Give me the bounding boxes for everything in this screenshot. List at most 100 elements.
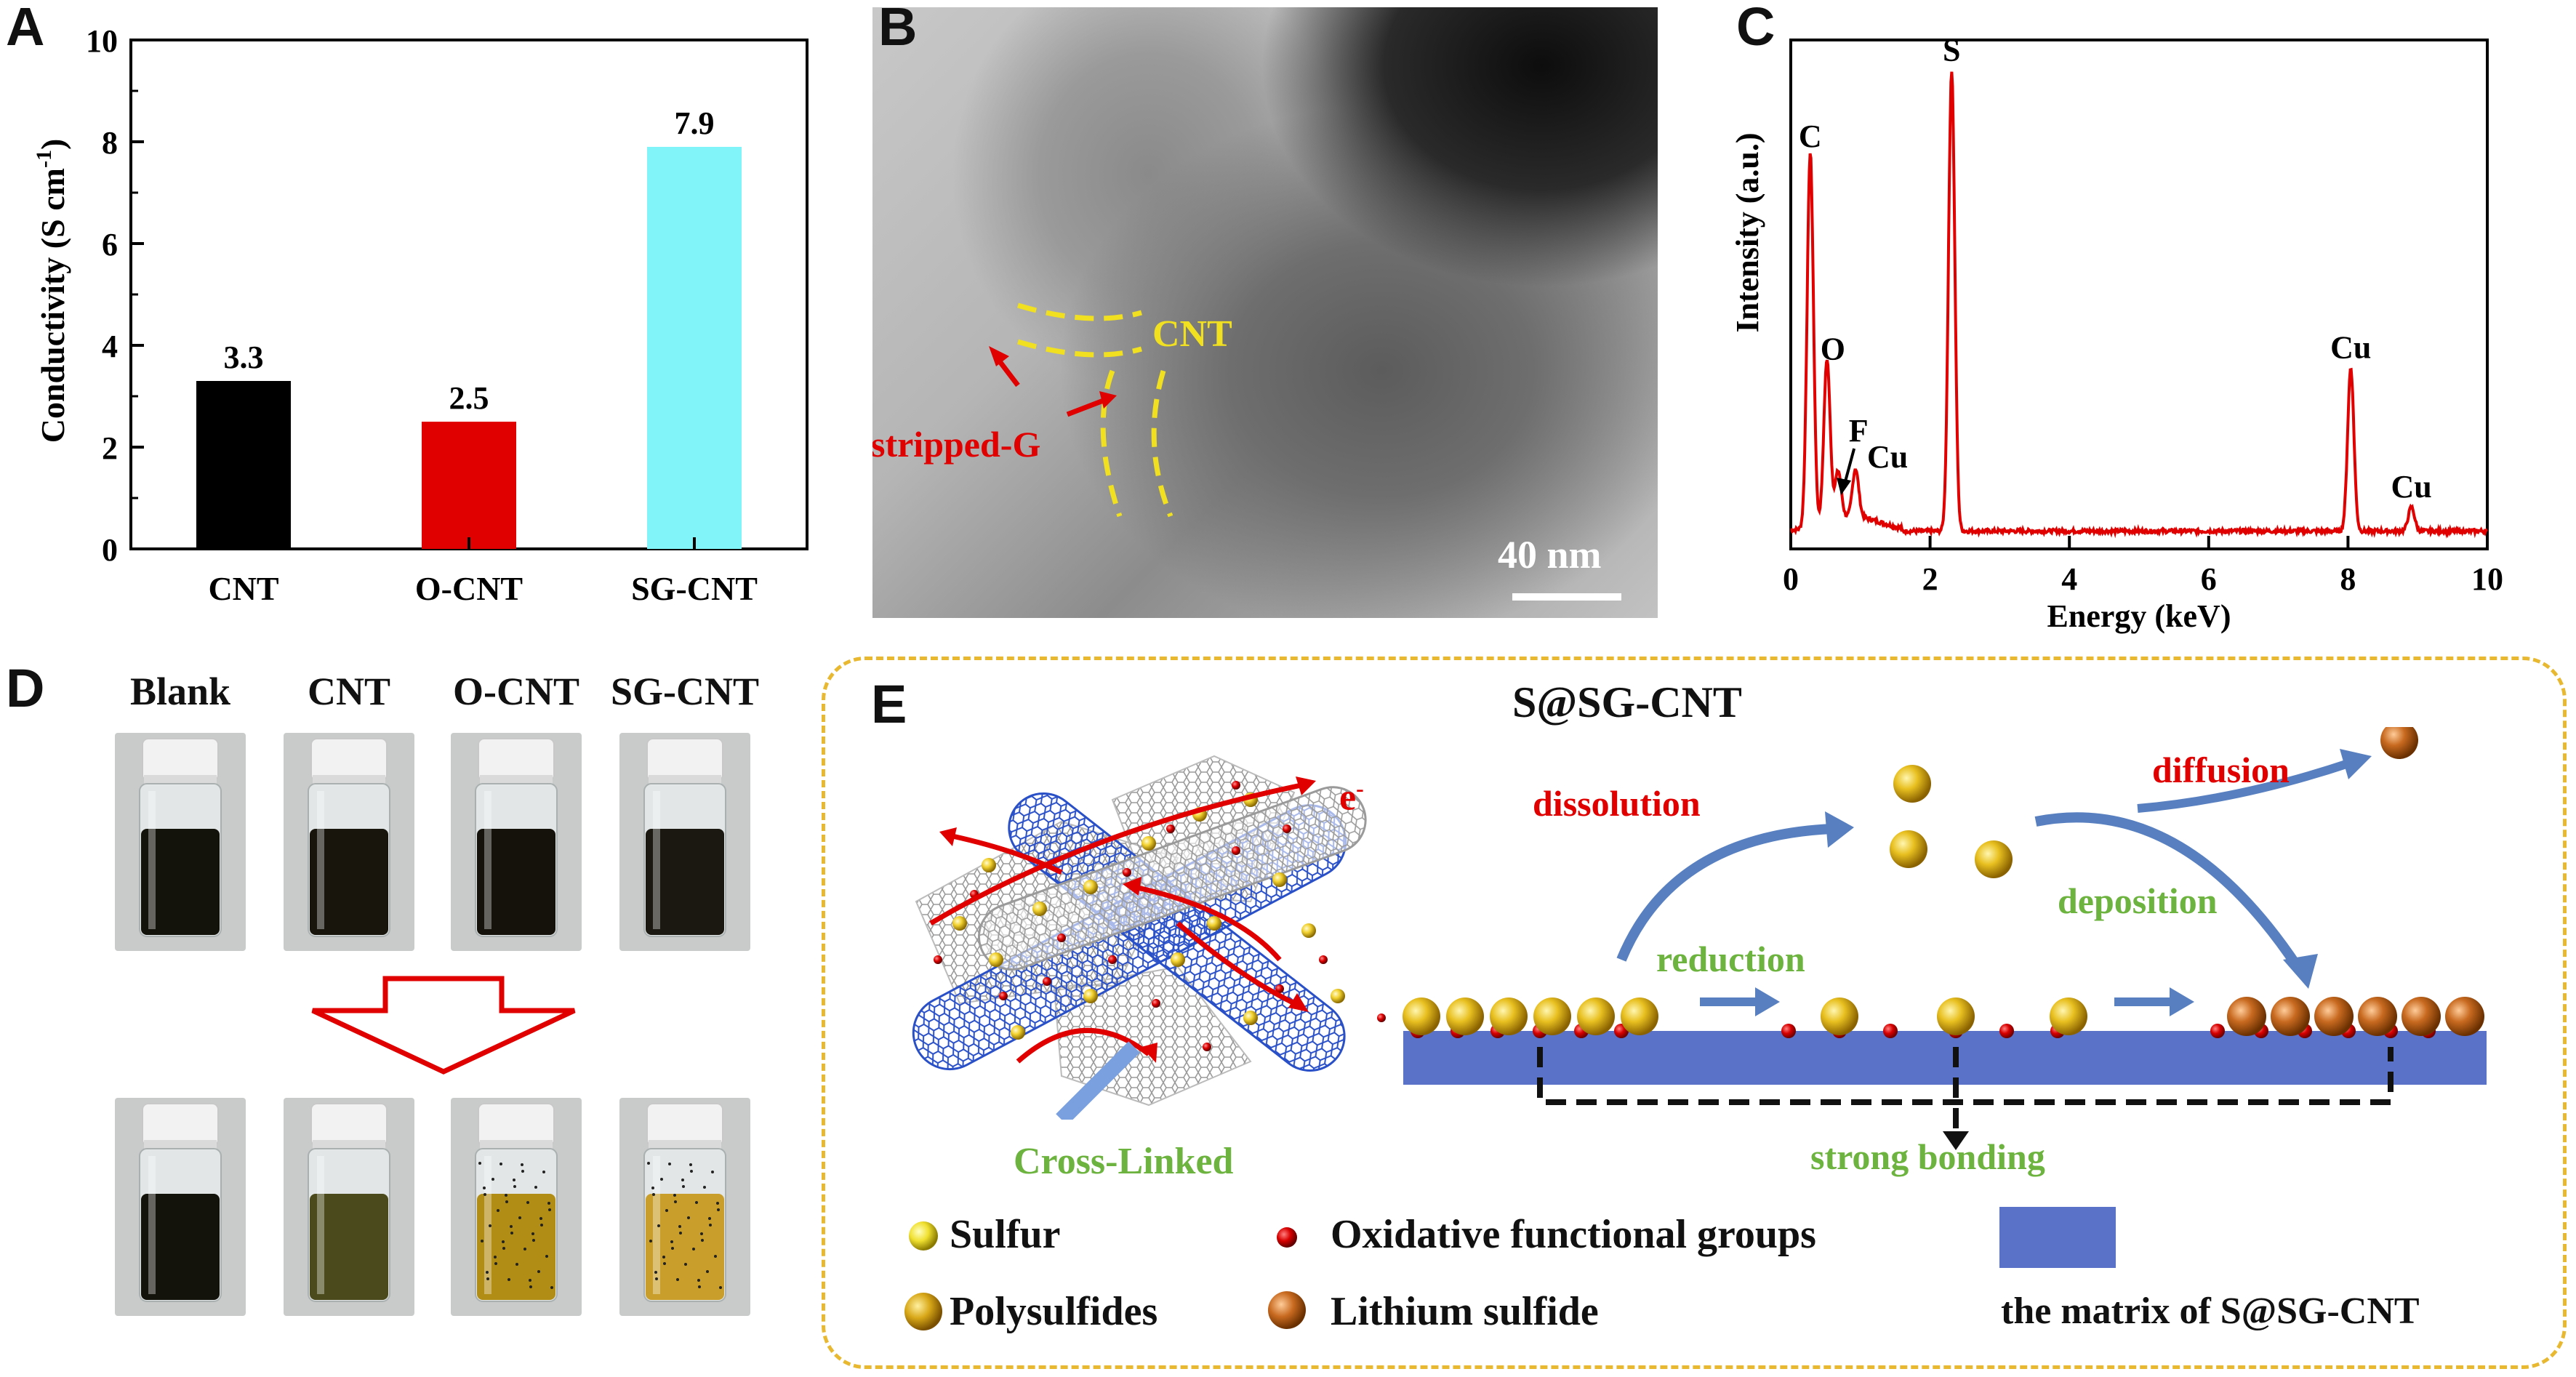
panel-e-frame (822, 657, 2567, 1369)
vial-liquid (310, 1194, 388, 1300)
sulfur-dot (1083, 880, 1098, 894)
oxidative-group (1883, 1024, 1898, 1038)
vial-speck (654, 1271, 657, 1274)
sulfur-dot (1141, 836, 1156, 851)
vial-speck (679, 1232, 682, 1235)
scale-bar-label: 40 nm (1498, 533, 1602, 577)
vial-after-o-cnt (451, 1098, 582, 1316)
vial-liquid (646, 829, 724, 935)
oxygen-group-dot (1152, 999, 1160, 1008)
bar-o-cnt (422, 422, 516, 549)
cross-linked-label: Cross-Linked (1014, 1141, 1234, 1182)
vial-liquid (310, 829, 388, 935)
vial-speck (647, 1162, 650, 1165)
cnt-label: CNT (1152, 313, 1232, 355)
cnt-network-illustration (912, 755, 1386, 1120)
chart-a-ytick-label: 0 (102, 532, 118, 568)
vial-neck (649, 775, 721, 785)
vial-before-cnt (284, 733, 414, 951)
vial-speck (689, 1163, 692, 1166)
oxygen-group-dot (1123, 868, 1131, 877)
f-peak-arrow-head (1837, 478, 1852, 495)
sulfur-dot (1011, 1025, 1025, 1040)
deposition-arrowhead (2283, 954, 2318, 989)
vial-highlight (653, 1156, 660, 1294)
sulfur-dot (1243, 1011, 1258, 1025)
vial-speck (671, 1247, 674, 1250)
vial-speck (684, 1263, 687, 1266)
vial-speck (526, 1201, 529, 1204)
vial-neck (144, 1140, 217, 1150)
tem-image: CNT stripped-G 40 nm (872, 7, 1658, 618)
sulfur-dot (1032, 902, 1047, 916)
chart-a-category-label: SG-CNT (631, 570, 758, 607)
oxygen-group-dot (1319, 955, 1328, 964)
oxygen-group-dot (1057, 934, 1066, 942)
vial-speck (481, 1240, 483, 1242)
oxygen-group-dot (1108, 955, 1117, 964)
chart-c-xlabel: Energy (keV) (2047, 598, 2231, 634)
vial-liquid (477, 1194, 555, 1300)
reduction-arrowhead-1 (1755, 987, 1780, 1016)
vial-neck (480, 775, 553, 785)
sulfur-sphere (1403, 997, 1440, 1035)
vial-speck (690, 1170, 693, 1173)
red-arrow-1-head (989, 346, 1009, 366)
cross-linked-pointer (1056, 1041, 1140, 1120)
diffusion-arrow (2137, 759, 2350, 813)
vial-highlight (317, 1156, 324, 1294)
legend-swatches-middle (1268, 1227, 1306, 1329)
lithium-sulfide-sphere (2227, 997, 2266, 1036)
vial-neck (480, 1140, 553, 1150)
legend-lithium-sulfide: Lithium sulfide (1331, 1289, 1599, 1334)
vial-before-sg-cnt (619, 733, 750, 951)
vial-speck (698, 1285, 701, 1288)
vial-highlight (148, 791, 156, 929)
reduction-arrowhead-2 (2170, 987, 2194, 1016)
down-arrow (311, 976, 576, 1075)
vial-speck (513, 1179, 515, 1181)
lithium-sulfide-swatch (1268, 1291, 1306, 1329)
vial-speck (665, 1209, 668, 1212)
vial-neck (313, 775, 385, 785)
sulfur-dot (1207, 916, 1221, 931)
vial-neck (144, 775, 217, 785)
polysulfide-sphere (2050, 997, 2087, 1035)
vial-cap (142, 1103, 219, 1147)
electron-label: e- (1339, 775, 1364, 819)
oxygen-group-dot (1166, 824, 1175, 833)
scale-bar (1512, 593, 1621, 601)
polysulfides-swatch (904, 1293, 942, 1330)
bonding-bracket (1537, 1047, 2394, 1105)
gray-tube (977, 786, 1367, 971)
bar-sg-cnt (647, 147, 742, 549)
vial-speck (674, 1200, 677, 1203)
vial-cap (646, 1103, 723, 1147)
lithium-sulfide-sphere (2445, 997, 2484, 1036)
vial-speck (706, 1270, 709, 1273)
red-arrow-2 (1066, 397, 1107, 417)
vial-speck (711, 1171, 714, 1173)
bar-value-label: 2.5 (449, 380, 489, 416)
vial-speck (662, 1256, 665, 1258)
lithium-sulfide-sphere (2314, 997, 2354, 1036)
vial-cap (478, 1103, 555, 1147)
vial-liquid (477, 829, 555, 935)
sulfur-dot (1331, 989, 1345, 1003)
vial-speck (545, 1255, 548, 1258)
polysulfide-sphere (1821, 997, 1858, 1035)
bar-value-label: 3.3 (224, 340, 264, 375)
vial-speck (499, 1163, 502, 1165)
cnt-outline-bottom (1016, 339, 1142, 358)
reduction-label: reduction (1656, 939, 1805, 979)
vial-cap (310, 738, 388, 782)
vial-speck (651, 1187, 654, 1189)
vial-speck (678, 1225, 681, 1228)
vial-speck (510, 1225, 513, 1228)
deposition-label: deposition (2058, 880, 2218, 921)
vial-label-blank: Blank (129, 670, 231, 713)
vial-speck (518, 1216, 521, 1219)
chart-a-category-label: O-CNT (415, 570, 523, 607)
vial-speck (687, 1216, 690, 1219)
